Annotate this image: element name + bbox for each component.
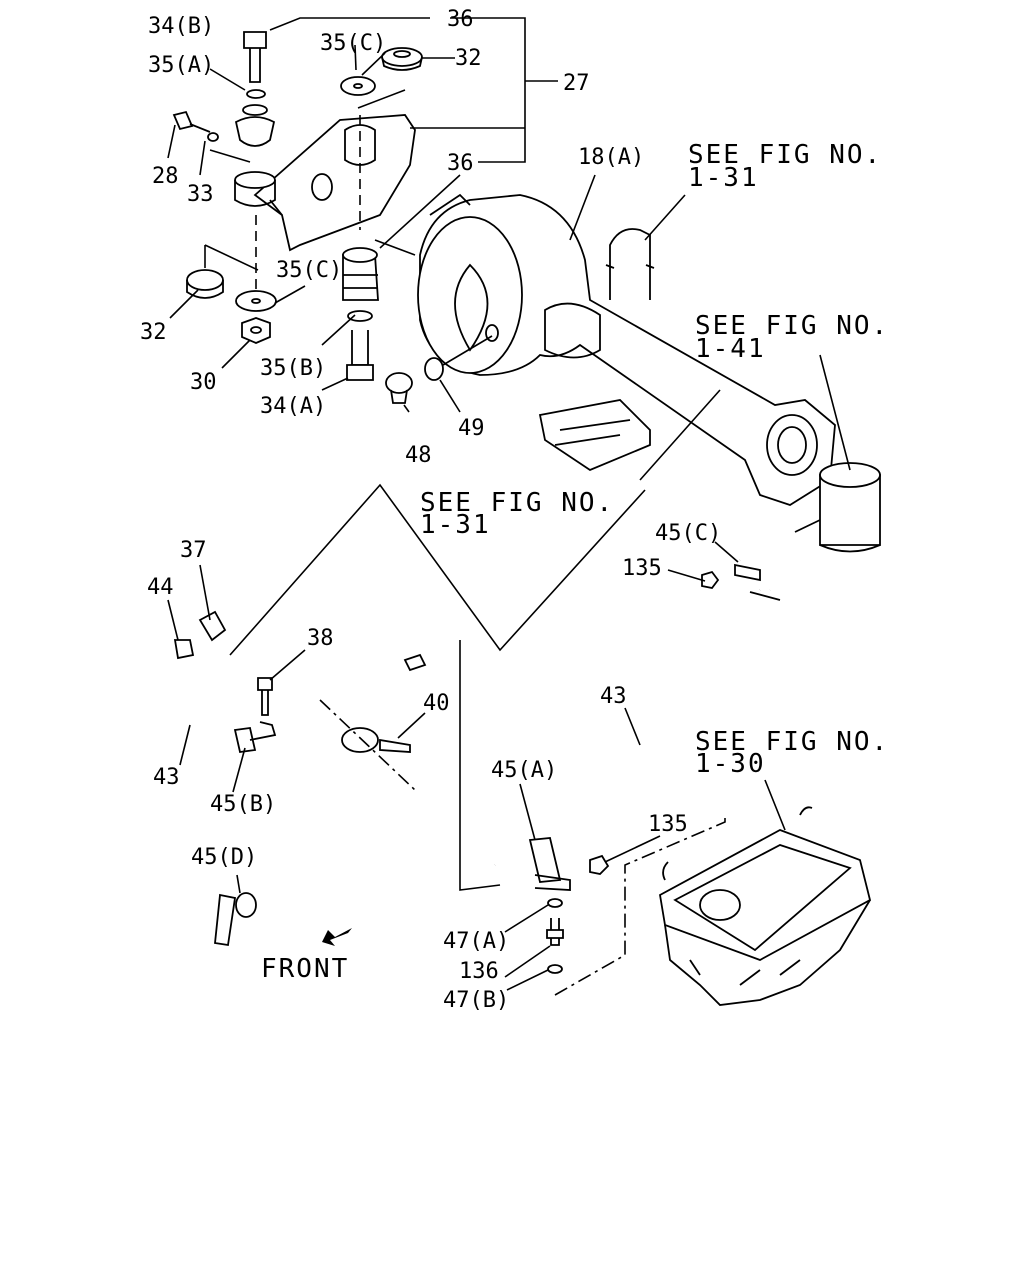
callout-38: 38	[307, 626, 334, 651]
ref-1-30-line2: 1-30	[695, 749, 766, 779]
ref-1-31-top-line1: SEE FIG NO.	[688, 140, 882, 170]
callout-35b: 35(B)	[260, 356, 326, 381]
callout-47a: 47(A)	[443, 929, 509, 954]
leader-lines	[167, 44, 851, 991]
callout-labels: 34(B) 36 35(A) 35(C) 32 27 28 33 36 18(A…	[140, 7, 721, 1013]
callout-35c-low: 35(C)	[276, 258, 342, 283]
callout-45a: 45(A)	[491, 758, 557, 783]
callout-18a: 18(A)	[578, 145, 644, 170]
tank-assembly	[659, 806, 872, 1006]
callout-32-top: 32	[455, 46, 482, 71]
callout-45c: 45(C)	[655, 521, 721, 546]
callout-36-mid: 36	[447, 151, 474, 176]
ref-1-31-mid-line2: 1-31	[420, 510, 491, 540]
front-arrow-icon	[322, 928, 352, 946]
callout-36-top: 36	[447, 7, 474, 32]
callout-49: 49	[458, 416, 485, 441]
callout-135-low: 135	[648, 812, 688, 837]
differential-housing	[385, 193, 881, 553]
callout-33: 33	[187, 182, 214, 207]
callout-48: 48	[405, 443, 432, 468]
callout-37: 37	[180, 538, 207, 563]
callout-44: 44	[147, 575, 174, 600]
figure-references: SEE FIG NO. 1-31 SEE FIG NO. 1-41 SEE FI…	[420, 140, 889, 779]
callout-45d: 45(D)	[191, 845, 257, 870]
callout-136: 136	[459, 959, 499, 984]
mount-assembly	[172, 31, 423, 381]
front-label: FRONT	[261, 954, 349, 984]
callout-47b: 47(B)	[443, 988, 509, 1013]
callout-45b: 45(B)	[210, 792, 276, 817]
callout-34b: 34(B)	[148, 14, 214, 39]
breather-pipe	[157, 532, 781, 974]
callout-30: 30	[190, 370, 217, 395]
ref-1-31-mid-line1: SEE FIG NO.	[420, 488, 614, 518]
ref-1-30-line1: SEE FIG NO.	[695, 727, 889, 757]
callout-27: 27	[563, 71, 590, 96]
callout-135-top: 135	[622, 556, 662, 581]
callout-40: 40	[423, 691, 450, 716]
callout-28: 28	[152, 164, 179, 189]
ref-1-41-line1: SEE FIG NO.	[695, 311, 889, 341]
ref-1-41-line2: 1-41	[695, 334, 766, 364]
callout-32-low: 32	[140, 320, 167, 345]
callout-43-left: 43	[153, 765, 180, 790]
guide-lines	[229, 17, 726, 996]
callout-34a: 34(A)	[260, 394, 326, 419]
callout-35a: 35(A)	[148, 53, 214, 78]
callout-35c-top: 35(C)	[320, 31, 386, 56]
ref-1-31-top-line2: 1-31	[688, 163, 759, 193]
callout-43-right: 43	[600, 684, 627, 709]
